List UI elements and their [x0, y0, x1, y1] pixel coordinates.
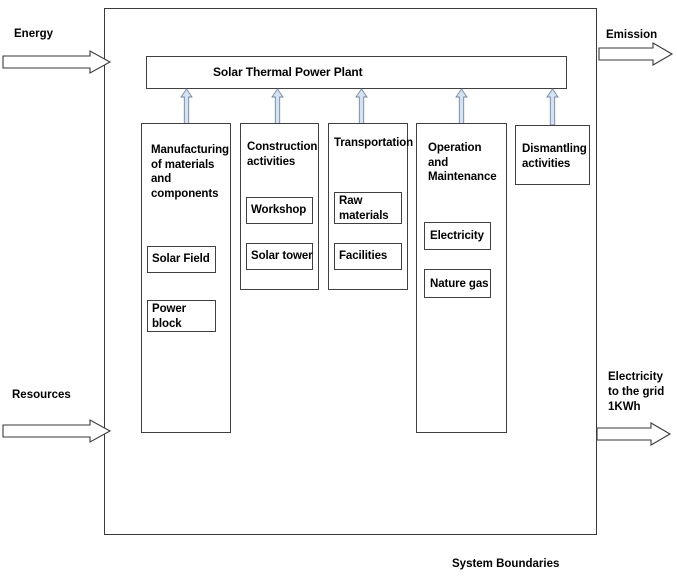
- item-box-raw-materials: [334, 192, 402, 224]
- item-box-workshop: [246, 197, 313, 224]
- arrow-right-icon-emission: [598, 42, 674, 67]
- item-label-solar-field: Solar Field: [152, 253, 210, 265]
- arrow-right-icon-energy: [2, 50, 112, 75]
- item-label-raw-materials: Raw materials: [339, 195, 389, 222]
- stage-box-manufacturing: [141, 123, 231, 433]
- solar-thermal-power-plant-label: Solar Thermal Power Plant: [213, 65, 363, 79]
- system-boundary-rectangle: [104, 8, 597, 535]
- up-arrow-icon-dismantling: [546, 88, 559, 126]
- up-arrow-icon-operation-maintenance: [455, 88, 468, 126]
- item-label-nature-gas: Nature gas: [430, 278, 489, 290]
- up-arrow-icon-transportation: [355, 88, 368, 126]
- item-box-solar-field: [147, 246, 216, 273]
- stage-label-construction: Construction activities: [247, 141, 318, 168]
- item-label-facilities: Facilities: [339, 250, 388, 262]
- up-arrow-icon-construction: [271, 88, 284, 126]
- system-boundaries-caption: System Boundaries: [452, 558, 560, 570]
- item-label-solar-tower: Solar tower: [251, 250, 313, 262]
- item-box-nature-gas: [424, 269, 491, 298]
- up-arrow-icon-manufacturing: [180, 88, 193, 126]
- output-label-emission: Emission: [606, 29, 658, 41]
- stage-box-dismantling: [515, 125, 590, 185]
- arrow-right-icon-electricity-to-the-grid: [596, 422, 672, 447]
- item-box-electricity: [424, 222, 491, 250]
- input-label-resources: Resources: [12, 389, 71, 401]
- output-label-electricity-to-the-grid: Electricity to the grid 1KWh: [608, 371, 665, 413]
- item-box-solar-tower: [246, 243, 313, 270]
- arrow-right-icon-resources: [2, 419, 112, 444]
- item-label-electricity: Electricity: [430, 230, 484, 242]
- item-label-power-block: Power block: [152, 303, 187, 330]
- item-box-power-block: [147, 300, 216, 332]
- stage-label-operation-maintenance: Operation and Maintenance: [428, 142, 497, 183]
- item-label-workshop: Workshop: [251, 204, 307, 216]
- item-box-facilities: [334, 243, 402, 270]
- solar-thermal-power-plant-box: [146, 56, 567, 89]
- stage-label-transportation: Transportation: [334, 137, 414, 149]
- input-label-energy: Energy: [14, 28, 53, 40]
- stage-label-dismantling: Dismantling activities: [522, 143, 587, 170]
- stage-label-manufacturing: Manufacturing of materials and component…: [151, 144, 229, 200]
